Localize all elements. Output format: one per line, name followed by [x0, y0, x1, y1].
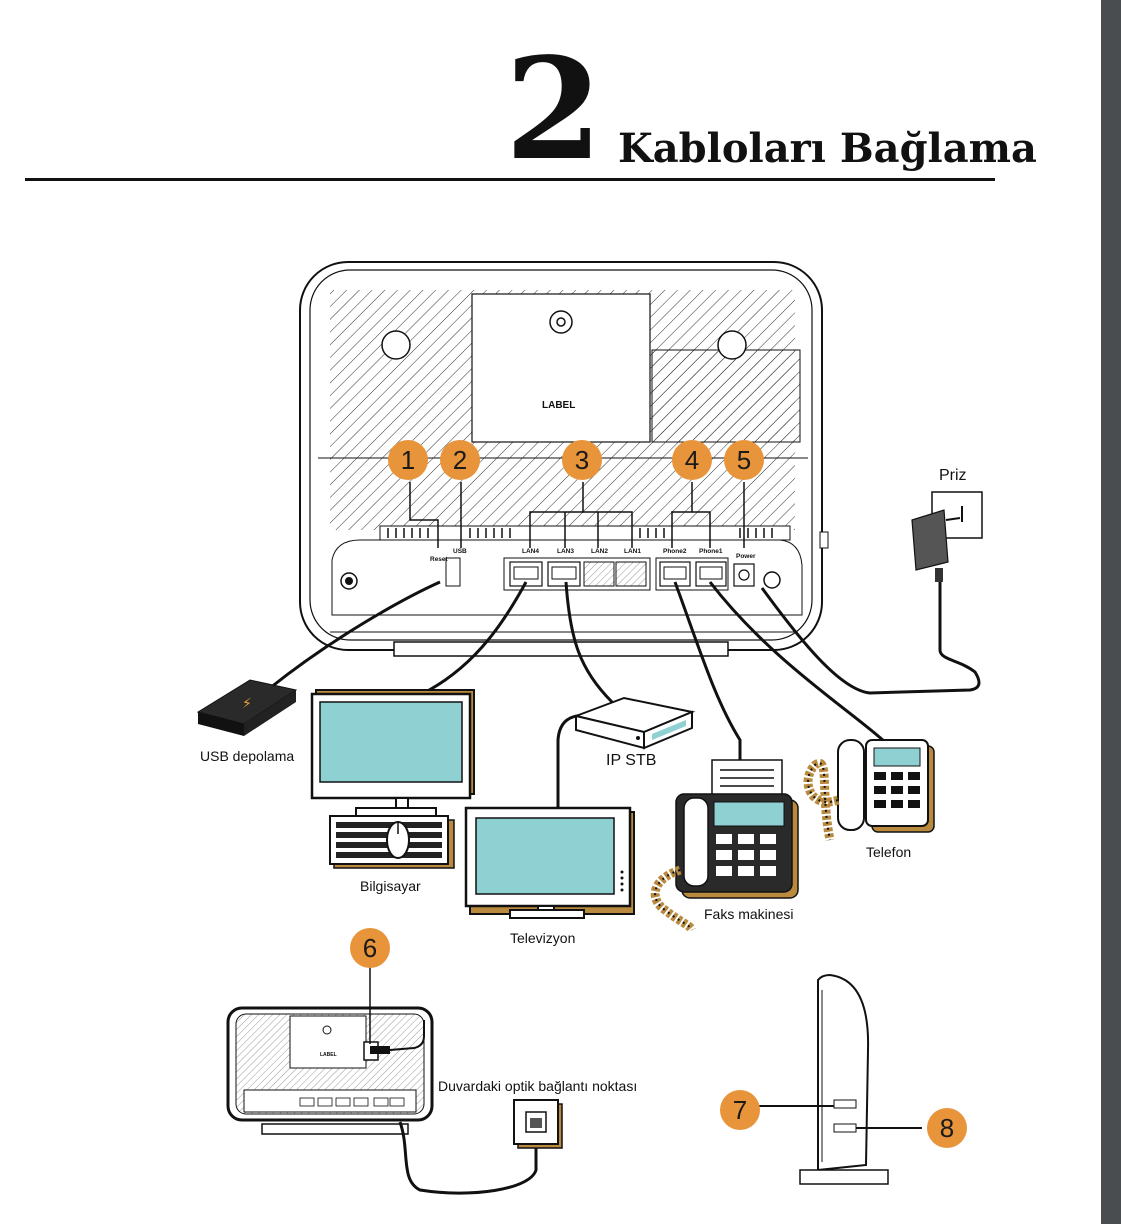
power-adapter [911, 491, 983, 582]
computer-label: Bilgisayar [360, 878, 421, 894]
ip-stb-label: IP STB [606, 752, 657, 769]
small-router-label: LABEL [320, 1052, 337, 1058]
usb-storage-label: USB depolama [200, 748, 295, 764]
callout-1: 1 [388, 440, 428, 480]
telephone-device [803, 739, 935, 841]
television-label: Televizyon [510, 930, 576, 946]
callout-4: 4 [672, 440, 712, 480]
callout-7: 7 [720, 1090, 760, 1130]
side-view-router [758, 973, 922, 1185]
fax-label: Faks makinesi [704, 906, 794, 922]
port-label-usb: USB [453, 548, 467, 555]
optical-cable [398, 1121, 538, 1195]
port-label-lan2: LAN2 [591, 548, 608, 555]
callout-6: 6 [350, 928, 390, 968]
outlet-label: Priz [939, 467, 967, 484]
port-label-phone1: Phone1 [699, 548, 723, 555]
router-label-area: LABEL [542, 400, 576, 411]
callout-8: 8 [927, 1108, 967, 1148]
port-label-power: Power [736, 553, 756, 560]
small-router-view [226, 966, 434, 1135]
svg-text:⚡: ⚡ [242, 696, 252, 712]
page-edge-bar [1101, 0, 1121, 1224]
callout-3: 3 [562, 440, 602, 480]
optical-wall-outlet [513, 1099, 563, 1149]
chapter-title: Kabloları Bağlama [618, 125, 1037, 172]
fax-device [650, 759, 799, 933]
port-label-lan4: LAN4 [522, 548, 539, 555]
optical-point-label: Duvardaki optik bağlantı noktası [438, 1078, 638, 1094]
callout-5: 5 [724, 440, 764, 480]
telephone-label: Telefon [866, 844, 912, 860]
title-rule [25, 178, 995, 181]
callout-leaders [409, 482, 745, 548]
port-label-reset: Reset [430, 556, 448, 563]
ip-stb-device [572, 696, 696, 750]
port-label-lan3: LAN3 [557, 548, 574, 555]
computer-device [310, 689, 475, 869]
television-device [464, 806, 635, 919]
port-label-phone2: Phone2 [663, 548, 687, 555]
callout-2: 2 [440, 440, 480, 480]
port-label-lan1: LAN1 [624, 548, 641, 555]
chapter-number: 2 [505, 28, 603, 192]
usb-storage-device: ⚡ [196, 679, 298, 736]
